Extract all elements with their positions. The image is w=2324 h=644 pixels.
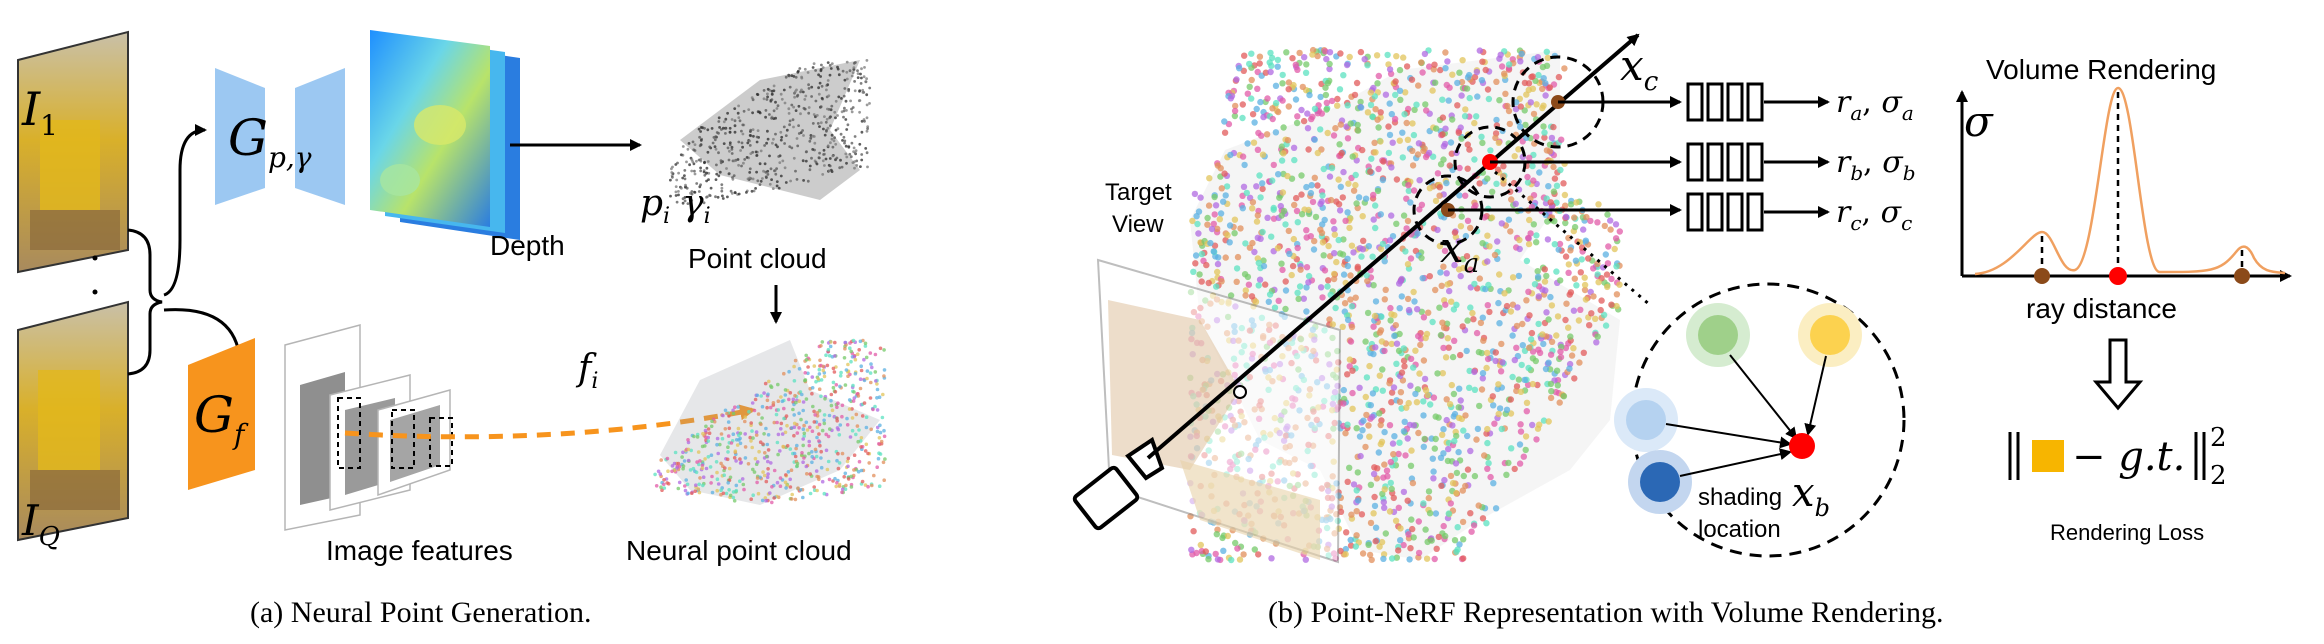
depth-generator [215, 68, 345, 205]
image-features-label: Image features [326, 535, 513, 566]
loss-minus-term: − g.t. [2072, 434, 2185, 480]
output-b-label: rb, σb [1836, 145, 1916, 185]
sample-marker-left [2034, 268, 2050, 284]
xb-label: xb [1792, 470, 1830, 522]
neural-point-cloud [653, 338, 887, 505]
ray-distance-label: ray distance [2026, 293, 2177, 324]
panel-b: Target View xc xa [1072, 33, 2292, 629]
panel-b-caption: (b) Point-NeRF Representation with Volum… [1268, 596, 1943, 629]
shading-line2: location [1698, 516, 1781, 543]
arrow-to-depth-generator [163, 124, 207, 297]
target-view-line1: Target [1105, 179, 1172, 206]
sample-marker-right [2234, 268, 2250, 284]
point-cloud-label: Point cloud [688, 243, 827, 274]
mlp-block-b [1686, 142, 1764, 182]
depth-label: Depth [490, 230, 565, 261]
loss-superscript: 2 [2210, 423, 2227, 453]
arrow-yellow-to-shading [1804, 355, 1827, 436]
input-last-label: IQ [21, 496, 60, 552]
camera-icon [1072, 436, 1165, 531]
sigma-axis-label: σ [1964, 97, 1994, 146]
panel-a-caption: (a) Neural Point Generation. [250, 596, 592, 629]
arrow-green-to-shading [1729, 354, 1798, 440]
loss-subscript: 2 [2210, 461, 2227, 491]
mlp-block-c [1686, 192, 1764, 232]
xa-label: xa [1440, 223, 1479, 279]
neighbor-point-darkblue [1628, 450, 1692, 514]
neighbor-point-green [1686, 303, 1750, 367]
sample-marker-middle [2109, 267, 2127, 285]
arrow-darkblue-to-shading [1679, 448, 1792, 477]
arrow-lightblue-to-shading [1665, 423, 1792, 449]
density-curve [1974, 86, 2286, 276]
feature-generator [188, 338, 255, 490]
target-view-plane [1096, 258, 1342, 564]
neighbor-point-yellow [1798, 303, 1862, 367]
output-c-label: rc, σc [1836, 195, 1912, 235]
input-image-last [17, 300, 129, 542]
neural-point-cloud-label: Neural point cloud [626, 535, 852, 566]
ray-plane-intersection [1233, 385, 1247, 399]
shading-point [1789, 433, 1815, 459]
target-view-line2: View [1112, 211, 1164, 238]
rendered-color-square [2032, 440, 2064, 472]
volume-rendering-title: Volume Rendering [1986, 54, 2216, 85]
feature-arrow [344, 404, 756, 440]
image-feature-maps [284, 324, 453, 531]
input-image-first [17, 30, 129, 274]
output-a-label: ra, σa [1836, 85, 1914, 125]
rendering-loss-label: Rendering Loss [2050, 520, 2204, 545]
input-brace [127, 228, 163, 376]
hollow-down-arrow [2092, 338, 2144, 411]
point-cloud [669, 59, 872, 206]
input-first-label: I1 [21, 82, 58, 142]
mlp-block-a [1686, 82, 1764, 122]
xc-label: xc [1620, 41, 1659, 97]
feature-symbol-label: fi [575, 348, 598, 394]
shading-line1: shading [1698, 484, 1782, 511]
depth-maps [370, 30, 520, 240]
neighbor-point-lightblue [1614, 388, 1678, 452]
depth-generator-label: Gp,γ [228, 109, 312, 174]
panel-a: I1 IQ Gp,γ Depth [17, 30, 887, 629]
